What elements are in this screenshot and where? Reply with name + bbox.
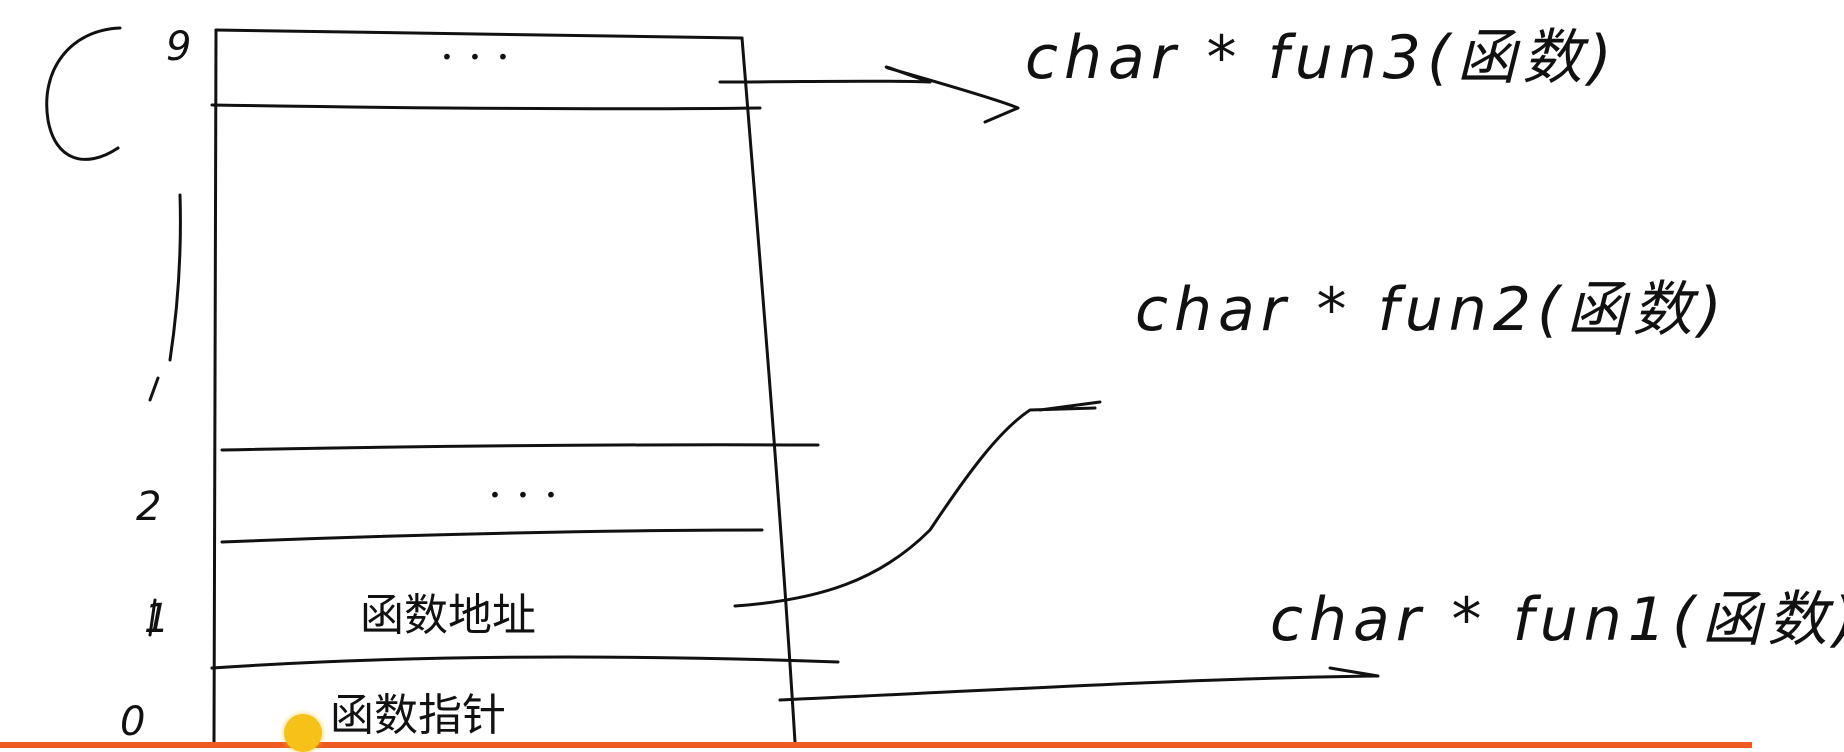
index-mid: 2 bbox=[136, 484, 161, 530]
arrow-to-fun2 bbox=[733, 400, 1102, 608]
array-top-edge bbox=[214, 28, 744, 40]
array-row-line-1 bbox=[210, 103, 762, 111]
slot-function-address: 函数地址 bbox=[360, 590, 536, 641]
array-left-edge bbox=[212, 28, 218, 744]
index-top: 9 bbox=[166, 24, 191, 70]
arrow-to-fun1 bbox=[778, 666, 1380, 702]
array-right-edge bbox=[740, 36, 797, 744]
index-zero: 0 bbox=[120, 699, 145, 745]
label-fun3: char * fun3(函数) bbox=[1025, 23, 1618, 93]
left-guide-line bbox=[168, 193, 182, 362]
label-fun1: char * fun1(函数) bbox=[1270, 585, 1844, 655]
slot-mid-ellipsis: · · · bbox=[488, 470, 558, 521]
slot-top-ellipsis: · · · bbox=[440, 32, 510, 83]
array-row-line-4 bbox=[210, 655, 840, 670]
video-progress-bar[interactable] bbox=[0, 742, 1752, 748]
left-guide-tick-2 bbox=[148, 598, 157, 637]
left-bracket bbox=[45, 26, 122, 161]
label-fun2: char * fun2(函数) bbox=[1135, 275, 1728, 345]
array-row-line-3 bbox=[220, 528, 764, 544]
slot-function-pointer: 函数指针 bbox=[330, 690, 506, 741]
array-row-line-2 bbox=[220, 443, 820, 452]
left-guide-tick bbox=[148, 376, 160, 402]
index-one: 1 bbox=[144, 596, 169, 642]
pointer-highlight-icon bbox=[284, 714, 322, 752]
arrow-to-fun3 bbox=[718, 65, 1020, 124]
